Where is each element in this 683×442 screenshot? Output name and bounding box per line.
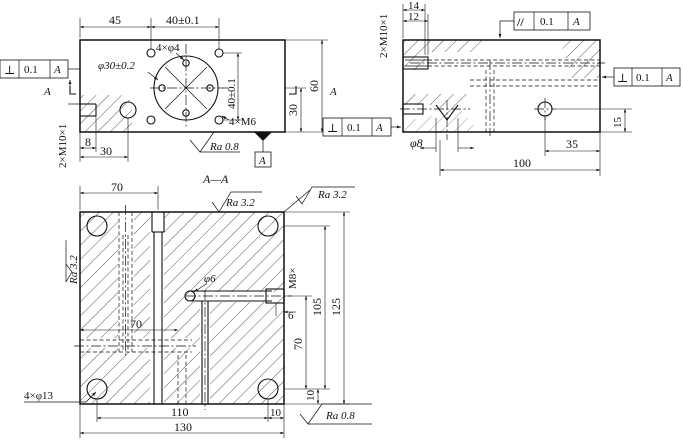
section-title: A—A — [202, 172, 229, 186]
dim-70-vert: 70 — [291, 338, 305, 350]
side-hatch-bottom — [403, 94, 470, 122]
phi30-circle — [153, 55, 219, 121]
dim-125: 125 — [329, 298, 343, 316]
section-body-hatch — [80, 212, 284, 404]
svg-text:⊥: ⊥ — [327, 121, 338, 135]
perp-fcf-top: ⊥ 0.1 A — [0, 59, 80, 79]
label-2x-m10-side: 2×M10×1 — [378, 14, 390, 58]
phi4-hole-4 — [182, 109, 190, 117]
svg-text:A: A — [572, 16, 580, 28]
ra-0-8-section: Ra 0.8 — [325, 410, 355, 422]
svg-text:A: A — [665, 72, 673, 84]
section-mark-left: A — [43, 86, 51, 98]
side-view: 14 12 2×M10×1 // 0.1 A ⊥ 0.1 A ⊥ — [322, 0, 681, 176]
svg-text:0.1: 0.1 — [540, 16, 554, 28]
dim-105: 105 — [310, 298, 324, 316]
dim-14: 14 — [408, 0, 420, 12]
phi13-hole-1 — [86, 215, 108, 237]
ra-3-2-top-right: Ra 3.2 — [317, 189, 347, 201]
svg-text:0.1: 0.1 — [636, 72, 650, 84]
dim-12: 12 — [408, 11, 419, 23]
dim-40-vert: 40±0.1 — [226, 78, 238, 109]
ra-0-8-top: Ra 0.8 — [209, 141, 239, 153]
svg-text:A: A — [375, 122, 383, 134]
ra-3-2-top: Ra 3.2 — [225, 197, 255, 209]
label-4x-phi13: 4×φ13 — [24, 390, 54, 402]
perp-fcf-side-left: ⊥ 0.1 A — [322, 117, 401, 137]
dim-35: 35 — [566, 137, 578, 151]
parallel-fcf: // 0.1 A — [498, 11, 591, 38]
label-2x-m10-top: 2×M10×1 — [57, 124, 69, 168]
phi4-hole-1 — [182, 59, 190, 67]
side-view-outline — [402, 39, 601, 133]
label-phi30: φ30±0.2 — [98, 60, 135, 72]
svg-text:0.1: 0.1 — [24, 64, 38, 76]
dim-70-top: 70 — [111, 180, 123, 194]
section-mark-right: A — [329, 86, 337, 98]
svg-text:A: A — [53, 64, 61, 76]
datum-triangle — [254, 132, 272, 141]
ra-3-2-left: Ra 3.2 — [68, 255, 80, 285]
dim-6: 6 — [288, 310, 294, 322]
dim-10-bottom: 10 — [270, 407, 282, 419]
phi4-hole-3 — [206, 84, 214, 92]
dim-15: 15 — [612, 117, 624, 129]
dim-phi8: φ8 — [410, 136, 423, 150]
svg-text:0.1: 0.1 — [347, 122, 361, 134]
side-hatch-right-top — [560, 40, 600, 78]
perp-fcf-side-right: ⊥ 0.1 A — [602, 67, 681, 87]
section-view: A—A — [24, 172, 372, 438]
phi4-hole-2 — [158, 84, 166, 92]
label-4x-phi4: 4×φ4 — [156, 42, 180, 54]
dim-45: 45 — [109, 13, 121, 27]
side-hatch-top — [403, 40, 485, 70]
m6-hole-4 — [214, 115, 224, 125]
label-4x-m6: 4×M6 — [229, 116, 256, 128]
top-left-thread-hatch — [80, 95, 132, 132]
svg-text:⊥: ⊥ — [617, 71, 628, 85]
dim-30-bottom: 30 — [100, 144, 112, 158]
label-phi6: φ6 — [204, 273, 216, 285]
top-view-outline — [79, 39, 286, 133]
m6-hole-2 — [214, 48, 224, 58]
svg-text://: // — [516, 15, 524, 29]
label-m8: M8× — [287, 268, 299, 289]
dim-30-vert: 30 — [286, 104, 300, 116]
datum-a-label: A — [258, 155, 266, 167]
dim-60: 60 — [307, 80, 321, 92]
m6-hole-1 — [146, 48, 156, 58]
dim-10-vert: 10 — [305, 390, 317, 402]
dim-70-mid: 70 — [130, 317, 142, 331]
dim-8: 8 — [85, 135, 91, 149]
dim-100: 100 — [513, 156, 531, 170]
phi13-hole-2 — [257, 215, 279, 237]
dim-130: 130 — [174, 420, 192, 434]
side-hatch-br — [403, 110, 480, 132]
top-view: A 45 40±0.1 4×φ4 φ30±0.2 40±0.1 4×M6 30 … — [0, 13, 337, 168]
svg-text:⊥: ⊥ — [4, 63, 15, 77]
dim-40-tol: 40±0.1 — [166, 13, 200, 27]
dim-110: 110 — [171, 405, 189, 419]
m6-hole-3 — [146, 115, 156, 125]
